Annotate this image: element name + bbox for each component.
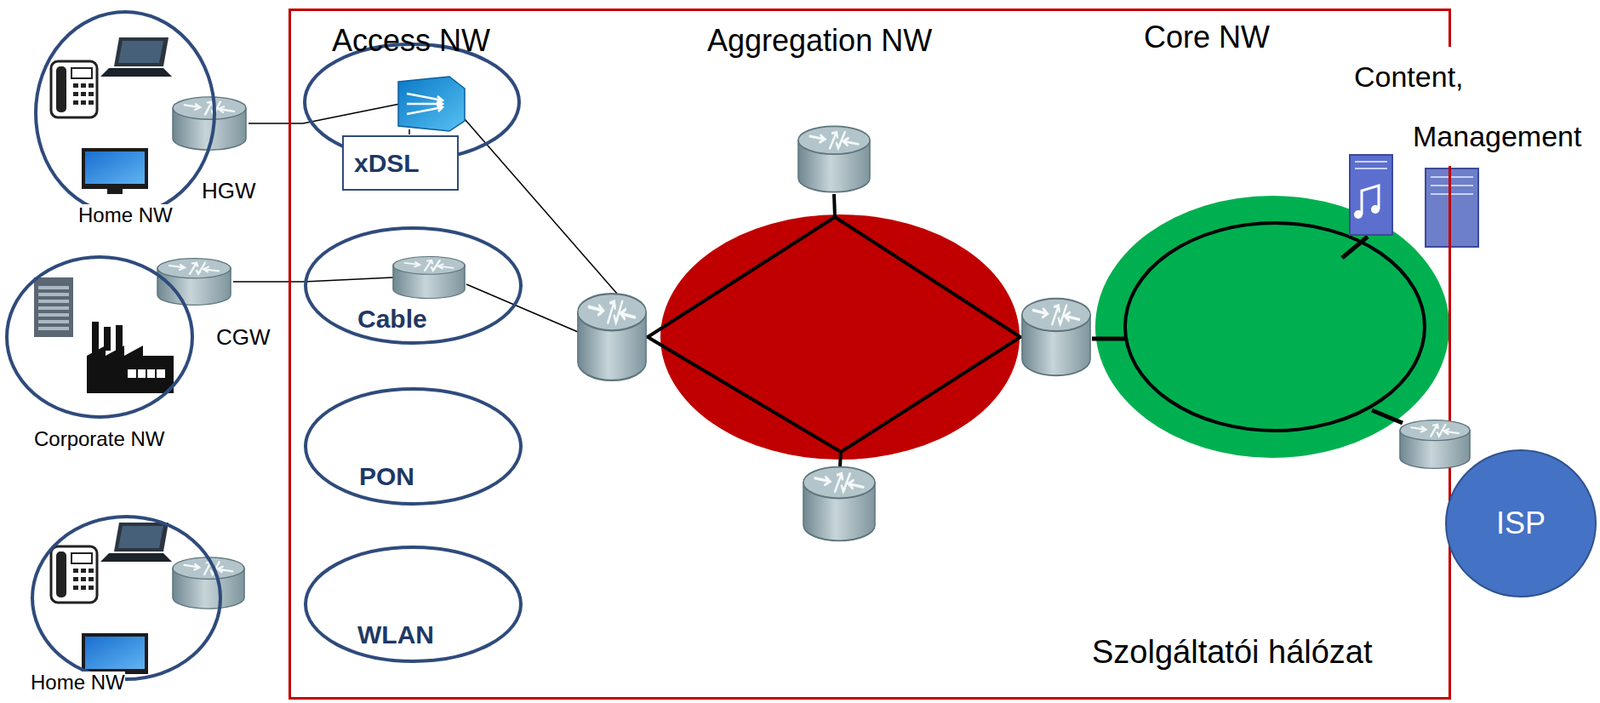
access-technology-outline xyxy=(305,547,521,662)
core-links xyxy=(1342,236,1368,258)
provider-network-frame: Szolgáltatói hálózat xDSL CablePON WLAN xyxy=(288,8,1452,700)
core-ring xyxy=(1125,222,1425,431)
server-icons xyxy=(1349,154,1479,247)
network-illustration xyxy=(51,522,172,680)
connector-line xyxy=(233,280,304,283)
core-links xyxy=(1091,236,1403,423)
router-icon xyxy=(577,293,646,381)
aggregation-links xyxy=(834,194,835,218)
server-icons xyxy=(1430,177,1474,195)
node-label: Home NW xyxy=(30,671,126,694)
section-heading: Aggregation NW xyxy=(707,23,932,58)
isp-circle-outline xyxy=(1445,450,1596,597)
network-illustration xyxy=(51,37,172,195)
connector-line xyxy=(248,122,303,125)
router-icon xyxy=(1400,420,1470,469)
access-technology: WLAN xyxy=(303,545,523,663)
router-icon xyxy=(172,557,245,609)
corporate-gateway: CGW xyxy=(154,257,234,307)
home-network-outline xyxy=(30,514,223,681)
aggregation-links xyxy=(647,217,1021,452)
home-gateway: HGW xyxy=(170,95,249,152)
core-links xyxy=(1371,410,1403,423)
dslam-icon xyxy=(406,93,443,115)
router-icon xyxy=(798,125,870,192)
server-caption: Content, Management xyxy=(1412,46,1596,166)
access-wires xyxy=(464,119,618,294)
corporate-icons xyxy=(34,277,174,394)
router-icon xyxy=(1022,298,1091,377)
corporate-icons xyxy=(137,369,156,378)
access-technology: Cable xyxy=(303,226,523,345)
server-icons xyxy=(1361,185,1379,215)
access-wires xyxy=(302,103,400,124)
section-heading: Access NW xyxy=(331,23,491,58)
access-wires xyxy=(302,103,618,332)
access-technology: PON xyxy=(303,387,523,506)
aggregation-links xyxy=(647,194,1021,467)
dslam-icon xyxy=(406,104,443,115)
router-icon xyxy=(393,256,465,298)
home-network-outline xyxy=(34,10,217,217)
aggregation-links xyxy=(840,451,841,467)
corporate-network-outline xyxy=(6,257,193,418)
core-links xyxy=(1091,337,1126,342)
corporate-network-outline xyxy=(5,255,195,419)
corporate-icons xyxy=(127,369,166,378)
access-wires xyxy=(408,129,411,135)
node-label: xDSL xyxy=(342,135,459,191)
router-icon xyxy=(157,97,1091,609)
node-label: ISP xyxy=(1496,506,1546,541)
node-label: PON xyxy=(359,462,415,491)
server-icons xyxy=(1425,168,1479,247)
node-label: Corporate NW xyxy=(34,428,165,451)
aggregation-area xyxy=(660,214,1020,460)
node-label: WLAN xyxy=(357,620,435,649)
node-label: Cable xyxy=(357,304,428,333)
corporate-icons xyxy=(38,282,69,332)
router-icon xyxy=(803,467,875,542)
server-icons xyxy=(1371,205,1380,214)
access-technology: xDSL xyxy=(302,42,521,162)
corporate-icons xyxy=(34,277,74,338)
dslam-icon xyxy=(398,76,465,132)
core-area xyxy=(1095,195,1450,458)
section-heading: Core NW xyxy=(1143,20,1270,55)
dslam-icon xyxy=(398,76,465,132)
server-icons xyxy=(1354,210,1363,219)
access-technology-outline xyxy=(305,388,521,504)
server-icons xyxy=(1354,161,1388,169)
access-technology-outline xyxy=(305,228,521,343)
node-label: CGW xyxy=(216,325,271,350)
node-label: HGW xyxy=(201,178,257,204)
access-wires xyxy=(303,277,394,282)
home-network: Home NW xyxy=(30,514,223,681)
corporate-icons xyxy=(86,321,174,394)
home-network-outline xyxy=(32,516,221,680)
server-icons xyxy=(1349,154,1393,235)
node-label: Home NW xyxy=(78,204,173,227)
access-wires xyxy=(466,284,578,332)
corporate-network: Corporate NW xyxy=(5,255,195,419)
home-network-outline xyxy=(35,11,215,215)
isp-circle: ISP xyxy=(1445,449,1597,598)
dslam-icon xyxy=(406,93,443,103)
node-label: Szolgáltatói hálózat xyxy=(1091,634,1373,671)
home-network: Home NW xyxy=(34,10,217,217)
